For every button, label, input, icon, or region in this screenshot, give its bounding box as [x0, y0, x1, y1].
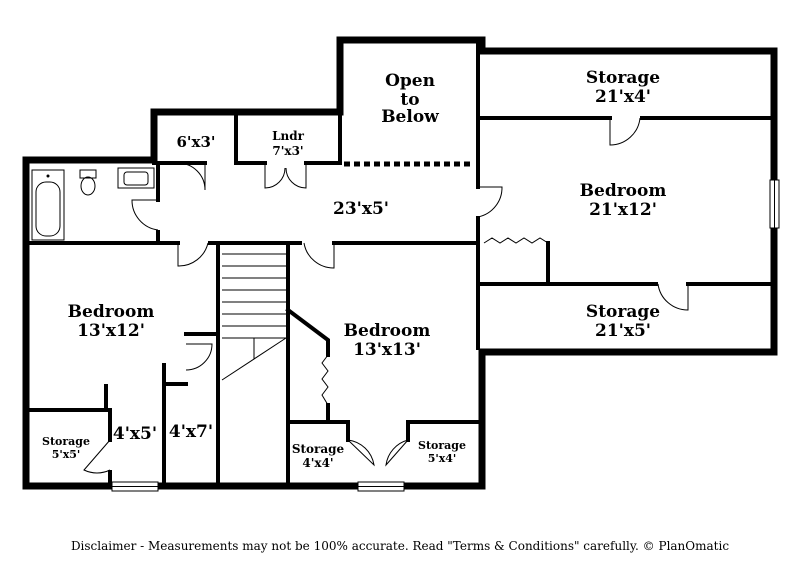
bedroom-left-size: 13'x12' — [77, 321, 145, 341]
interior-walls — [28, 42, 772, 484]
window-bottom-left — [111, 481, 159, 492]
closet-4x5-size: 4'x5' — [113, 424, 157, 444]
doors — [83, 117, 689, 474]
storage-right-name: Storage — [586, 302, 660, 322]
storage-5x4-name: Storage — [418, 439, 466, 452]
bedroom-middle-name: Bedroom — [344, 321, 431, 341]
door-closet-4x7 — [185, 343, 213, 371]
door-bath — [131, 199, 159, 231]
outer-walls — [22, 36, 778, 490]
open-to-below-label-1: Open — [385, 71, 435, 91]
storage-right-size: 21'x5' — [595, 321, 651, 341]
bathtub-icon — [31, 169, 65, 241]
staircase — [221, 253, 287, 381]
bifold-door-right — [483, 237, 549, 244]
bedroom-left-name: Bedroom — [68, 302, 155, 322]
door-closet-4x5 — [83, 439, 111, 474]
disclaimer-text: Disclaimer - Measurements may not be 100… — [70, 539, 730, 553]
storage-4x4-name: Storage — [292, 442, 345, 456]
open-to-below-label-3: Below — [381, 107, 439, 127]
laundry-size: 7'x3' — [272, 144, 303, 158]
open-to-below-label-2: to — [400, 90, 419, 110]
door-laundry-left — [264, 163, 286, 189]
storage-top-size: 21'x4' — [595, 87, 651, 107]
storage-4x4-size: 4'x4' — [302, 456, 333, 470]
door-storage-5x4 — [385, 439, 409, 467]
storage-left-name: Storage — [42, 435, 90, 448]
sink-icon — [117, 167, 155, 189]
door-bedroom-left — [177, 242, 209, 267]
bedroom-right-name: Bedroom — [580, 181, 667, 201]
bifold-door-middle — [321, 354, 329, 406]
bedroom-middle-size: 13'x13' — [353, 340, 421, 360]
window-right — [769, 179, 780, 229]
storage-5x4-size: 5'x4' — [428, 452, 457, 465]
storage-left-size: 5'x5' — [52, 448, 81, 461]
door-laundry-right — [285, 163, 307, 189]
bedroom-right-size: 21'x12' — [589, 200, 657, 220]
door-hall-right — [477, 186, 503, 218]
storage-top-name: Storage — [586, 68, 660, 88]
window-bottom-middle — [357, 481, 405, 492]
door-bedroom-middle — [303, 242, 335, 269]
door-storage-top — [609, 117, 641, 146]
toilet-icon — [79, 169, 97, 196]
hall-size: 23'x5' — [333, 199, 389, 219]
door-storage-4x4 — [347, 439, 375, 467]
door-storage-right — [657, 283, 689, 311]
closet-6x3-size: 6'x3' — [176, 133, 215, 151]
closet-4x7-size: 4'x7' — [169, 422, 213, 442]
door-closet-6x3 — [177, 162, 206, 191]
laundry-name: Lndr — [272, 129, 305, 143]
